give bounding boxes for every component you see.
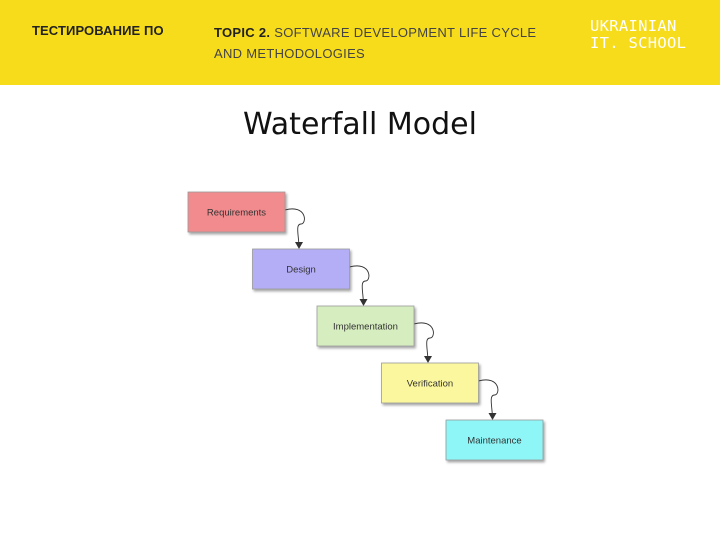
stage-arrow <box>413 322 434 363</box>
stage-label: Implementation <box>333 322 398 333</box>
stage-box <box>187 191 286 233</box>
stage-arrows <box>284 208 499 420</box>
stage-verification: Verification <box>381 362 479 404</box>
stage-box <box>445 419 544 461</box>
stage-boxes: RequirementsDesignImplementationVerifica… <box>187 191 544 461</box>
slide-title: Waterfall Model <box>243 107 477 142</box>
stage-arrow <box>349 265 370 306</box>
stage-box <box>381 362 479 404</box>
course-label: ТЕСТИРОВАНИЕ ПО <box>32 23 164 38</box>
stage-maintenance: Maintenance <box>445 419 544 461</box>
logo-line-2: IT. SCHOOL <box>590 34 687 52</box>
stage-label: Verification <box>407 379 453 390</box>
stage-label: Requirements <box>207 208 266 219</box>
header-bar: ТЕСТИРОВАНИЕ ПО TOPIC 2. SOFTWARE DEVELO… <box>0 0 720 85</box>
stage-requirements: Requirements <box>187 191 286 233</box>
stage-label: Design <box>286 265 316 276</box>
stage-box <box>316 305 415 347</box>
stage-implementation: Implementation <box>316 305 415 347</box>
stage-arrow <box>478 379 499 420</box>
topic-title: TOPIC 2. SOFTWARE DEVELOPMENT LIFE CYCLE… <box>214 22 544 64</box>
stage-label: Maintenance <box>467 436 521 447</box>
topic-text: SOFTWARE DEVELOPMENT LIFE CYCLE AND METH… <box>214 25 537 61</box>
school-logo: UKRAINIAN IT. SCHOOL <box>590 18 700 52</box>
logo-line-1: UKRAINIAN <box>590 17 677 35</box>
stage-design: Design <box>252 248 350 290</box>
stage-box <box>252 248 350 290</box>
stage-arrow <box>284 208 305 249</box>
topic-number: TOPIC 2. <box>214 25 271 40</box>
